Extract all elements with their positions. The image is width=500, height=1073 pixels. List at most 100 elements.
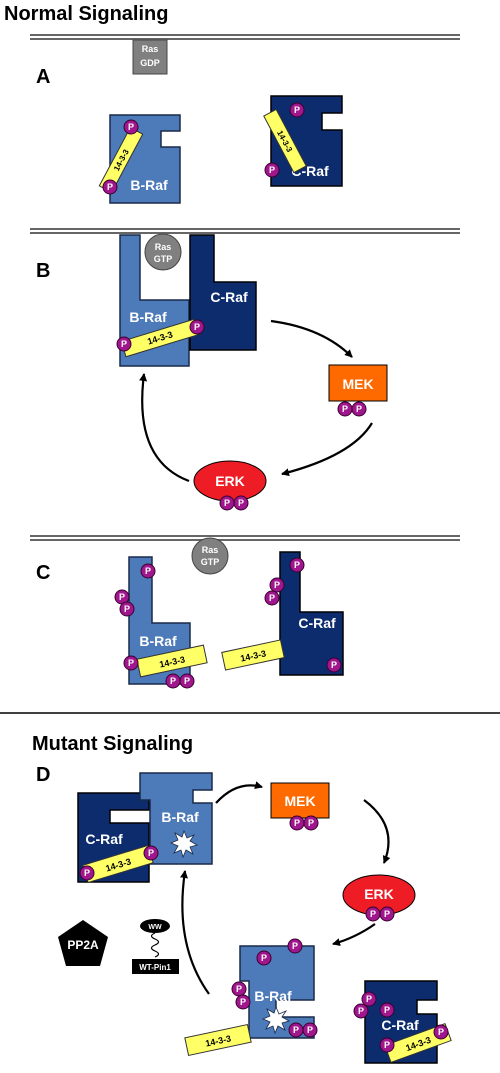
phospho-d3: P xyxy=(289,815,305,831)
svg-text:P: P xyxy=(119,592,125,602)
panel-label-d: D xyxy=(36,764,50,786)
svg-text:P: P xyxy=(331,660,337,670)
ras-label-c: Ras xyxy=(202,545,219,555)
svg-text:P: P xyxy=(184,676,190,686)
mutation-star-icon-d1 xyxy=(169,829,199,859)
svg-text:P: P xyxy=(370,909,376,919)
phospho-a2: P xyxy=(102,179,118,195)
erk-label-d: ERK xyxy=(364,886,394,902)
gtp-label-c: GTP xyxy=(201,557,220,567)
svg-text:P: P xyxy=(124,604,130,614)
membrane-a xyxy=(30,34,460,40)
svg-text:P: P xyxy=(294,818,300,828)
protein-1433-c2: 14-3-3 xyxy=(221,639,285,671)
membrane-c xyxy=(30,535,460,541)
phospho-a1: P xyxy=(123,119,139,135)
svg-text:P: P xyxy=(261,953,267,963)
phospho-d12: P xyxy=(302,1022,318,1038)
svg-text:P: P xyxy=(307,1025,313,1035)
ras-gtp-c: Ras GTP xyxy=(191,537,229,575)
pp2a-label: PP2A xyxy=(67,938,99,952)
svg-text:P: P xyxy=(148,848,154,858)
phospho-d9: P xyxy=(231,981,247,997)
svg-text:P: P xyxy=(128,122,134,132)
phospho-d16: P xyxy=(379,1037,395,1053)
phospho-d8: P xyxy=(287,938,303,954)
craf-label-b: C-Raf xyxy=(210,289,248,305)
braf-label-a: B-Raf xyxy=(130,177,168,193)
wt-pin1-group: WW WT-Pin1 xyxy=(132,919,179,974)
pin1-linker-coil xyxy=(150,932,160,958)
phospho-a3: P xyxy=(289,102,305,118)
phospho-d1: P xyxy=(79,865,95,881)
phospho-c7: P xyxy=(289,557,305,573)
svg-text:P: P xyxy=(292,941,298,951)
svg-text:P: P xyxy=(293,1025,299,1035)
craf-label-c: C-Raf xyxy=(298,615,336,631)
mek-label-d: MEK xyxy=(284,793,315,809)
svg-text:P: P xyxy=(238,498,244,508)
phospho-c10: P xyxy=(326,657,342,673)
ww-label: WW xyxy=(148,924,162,931)
pp2a-pentagon: PP2A xyxy=(58,920,108,966)
svg-text:P: P xyxy=(269,165,275,175)
svg-text:P: P xyxy=(84,868,90,878)
arrow-mek-to-erk xyxy=(281,422,373,477)
braf-label-c: B-Raf xyxy=(139,633,177,649)
craf-label-d1: C-Raf xyxy=(85,831,123,847)
phospho-d15: P xyxy=(379,1002,395,1018)
protein-1433-d1: 14-3-3 xyxy=(82,844,154,884)
ras-label-b: Ras xyxy=(155,242,172,252)
svg-text:P: P xyxy=(274,580,280,590)
mek-box-d: MEK xyxy=(270,782,330,819)
phospho-c9: P xyxy=(264,590,280,606)
phospho-d14: P xyxy=(353,1003,369,1019)
svg-text:P: P xyxy=(294,105,300,115)
mek-box-b: MEK xyxy=(328,364,388,402)
arrow-braf-d2-to-braf-d1 xyxy=(180,870,210,995)
panel-label-b: B xyxy=(36,260,50,282)
mek-label-b: MEK xyxy=(342,376,373,392)
erk-ellipse-b: ERK xyxy=(193,460,267,502)
erk-label-b: ERK xyxy=(215,473,245,489)
braf-protein-d1: B-Raf xyxy=(139,772,213,865)
svg-text:P: P xyxy=(358,1006,364,1016)
pin1-label: WT-Pin1 xyxy=(139,963,171,972)
arrow-mek-to-erk-d xyxy=(363,799,391,864)
svg-text:P: P xyxy=(240,997,246,1007)
svg-text:P: P xyxy=(224,498,230,508)
phospho-d6: P xyxy=(379,906,395,922)
phospho-d4: P xyxy=(303,815,319,831)
arrow-erk-to-braf xyxy=(139,373,190,483)
phospho-c1: P xyxy=(140,563,156,579)
phospho-c6: P xyxy=(179,673,195,689)
svg-text:P: P xyxy=(356,404,362,414)
svg-text:P: P xyxy=(342,404,348,414)
craf-protein-c: C-Raf xyxy=(279,551,344,676)
svg-text:P: P xyxy=(384,1005,390,1015)
panel-label-c: C xyxy=(36,562,50,584)
ras-label: Ras xyxy=(142,44,159,54)
svg-text:P: P xyxy=(384,909,390,919)
phospho-b5: P xyxy=(219,495,235,511)
phospho-b3: P xyxy=(337,401,353,417)
braf-label-d2: B-Raf xyxy=(254,988,292,1004)
svg-text:P: P xyxy=(194,322,200,332)
phospho-d2: P xyxy=(143,845,159,861)
mutation-star-icon-d2 xyxy=(261,1005,291,1035)
protein-1433-b: 14-3-3 xyxy=(120,318,200,358)
svg-text:P: P xyxy=(128,658,134,668)
braf-label-d1: B-Raf xyxy=(161,809,199,825)
phospho-c5: P xyxy=(165,673,181,689)
ww-domain xyxy=(140,919,170,933)
svg-text:P: P xyxy=(145,566,151,576)
ras-gtp-b: Ras GTP xyxy=(144,233,182,271)
phospho-d11: P xyxy=(288,1022,304,1038)
craf-protein-b: C-Raf xyxy=(189,234,257,351)
svg-text:P: P xyxy=(121,339,127,349)
protein-1433-d2: 14-3-3 xyxy=(184,1023,252,1057)
arrow-braf-to-mek xyxy=(215,781,263,804)
svg-text:P: P xyxy=(366,994,372,1004)
phospho-c3: P xyxy=(119,601,135,617)
